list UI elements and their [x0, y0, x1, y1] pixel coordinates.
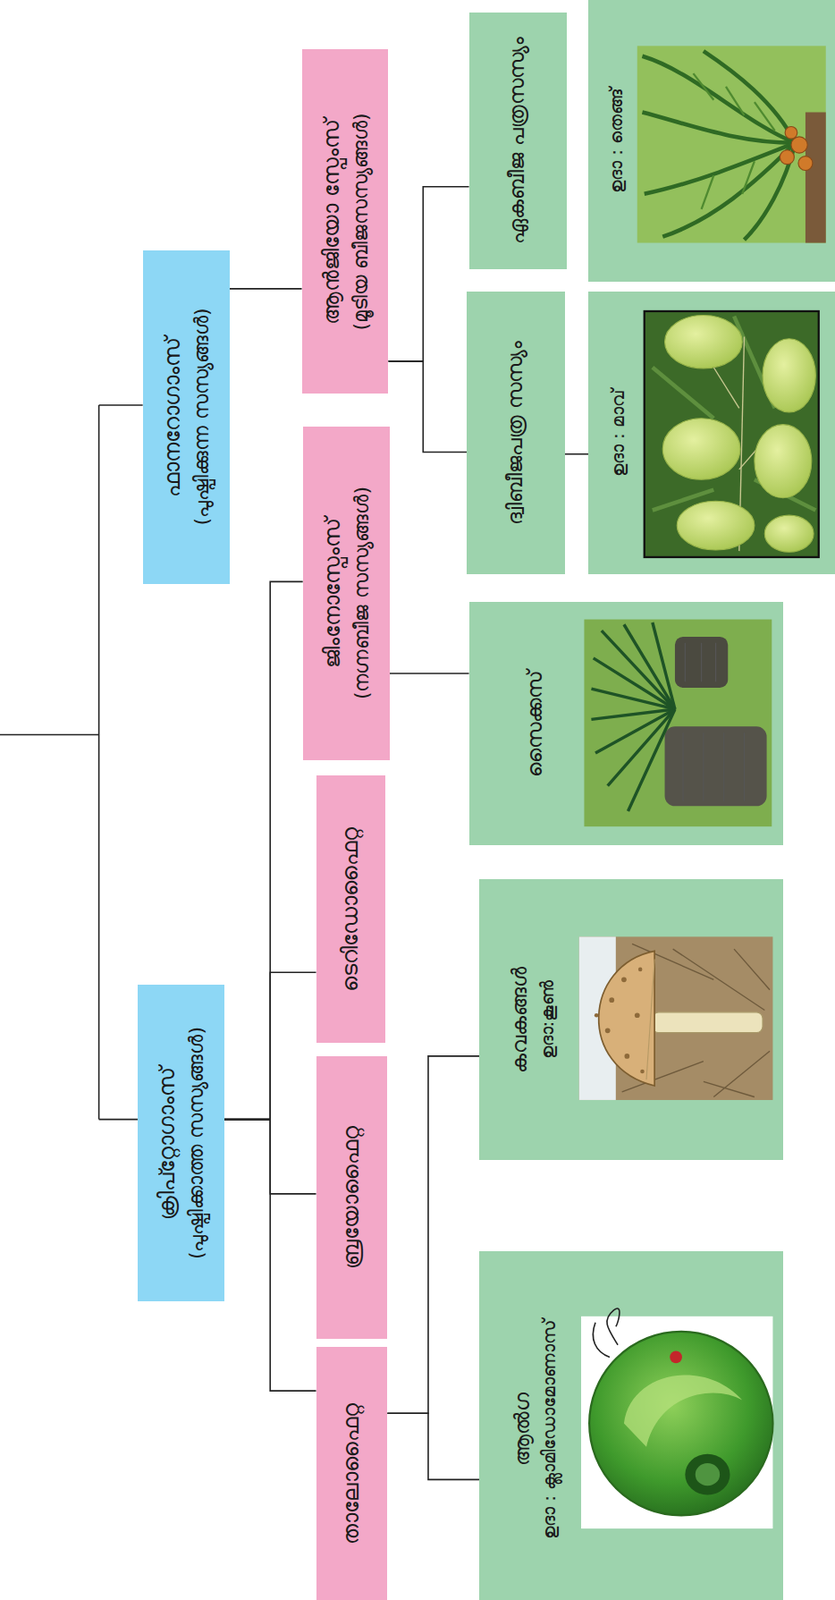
mushroom-picture — [579, 936, 774, 1100]
example-name: സൈക്കസ് — [521, 669, 548, 776]
branch-connector — [389, 672, 470, 675]
example-name: ഉദാ : മാവ് — [607, 388, 631, 477]
class-name: ഏകബീജ പത്രസസ്യം — [505, 37, 532, 245]
class-box: ഏകബീജ പത്രസസ്യം — [469, 12, 567, 270]
coconut-picture — [637, 45, 827, 243]
branch-connector — [387, 1055, 480, 1413]
text-frame: കവകങ്ങൾഉദാ:കൂൺ — [487, 899, 580, 1139]
group-name: ഫാനറോഗാംസ് — [158, 337, 186, 498]
root-branch-line — [99, 1118, 138, 1121]
division-gloss: (മൂടിയ ബീജസസ്യങ്ങൾ) — [347, 112, 373, 330]
text-frame: ജിംനോസ്പേംസ്(നഗ്നബീജ സസ്യങ്ങൾ) — [303, 426, 390, 760]
root-line — [0, 733, 100, 736]
branch-connector — [387, 1412, 480, 1479]
class-name: ആൽഗ — [508, 1391, 535, 1466]
root-trunk — [98, 404, 101, 1120]
group-box: ഫാനറോഗാംസ്(പുഷ്പിക്കുന്ന സസ്യങ്ങൾ) — [143, 250, 230, 584]
division-name: ടെറിഡോഫൈറ്റ — [337, 826, 364, 992]
division-box: ടെറിഡോഫൈറ്റ — [316, 775, 387, 1043]
text-frame: ക്രിപ്റ്റോഗാംസ്(പുഷ്പിക്കാത്ത സസ്യങ്ങൾ) — [137, 984, 225, 1301]
text-frame: ഏകബീജ പത്രസസ്യം — [469, 12, 567, 270]
example-box: കവകങ്ങൾഉദാ:കൂൺ — [479, 878, 784, 1160]
group-name: ക്രിപ്റ്റോഗാംസ് — [153, 1065, 181, 1219]
branch-connector — [224, 581, 304, 1119]
division-name: ജിംനോസ്പേംസ് — [318, 517, 346, 668]
text-frame: ആൻജിയോ സ്പേംസ്(മൂടിയ ബീജസസ്യങ്ങൾ) — [302, 49, 389, 395]
division-name: ബ്രയോഫൈറ്റ — [337, 1125, 365, 1269]
text-frame: ആൽഗഉദാ : ക്ലാമിഡോമോണാസ് — [487, 1290, 582, 1567]
example-box: ഉദാ : തെങ്ങ് — [588, 0, 835, 282]
example-box: ആൽഗഉദാ : ക്ലാമിഡോമോണാസ് — [479, 1250, 784, 1600]
division-box: താലോഫൈറ്റ — [316, 1346, 388, 1600]
example-box: ഉദാ : മാവ് — [588, 291, 835, 574]
group-box: ക്രിപ്റ്റോഗാംസ്(പുഷ്പിക്കാത്ത സസ്യങ്ങൾ) — [137, 984, 225, 1301]
chlamydomonas-picture — [581, 1307, 773, 1528]
example-name: ഉദാ:കൂൺ — [536, 979, 559, 1060]
example-name: ഉദാ : ക്ലാമിഡോമോണാസ് — [537, 1318, 560, 1539]
mango-picture — [644, 311, 819, 557]
division-name: താലോഫൈറ്റ — [337, 1402, 365, 1544]
branch-connector — [224, 1119, 317, 1391]
branch-connector — [387, 361, 467, 453]
text-frame: ഉദാ : മാവ് — [592, 302, 646, 565]
example-name: ഉദാ : തെങ്ങ് — [604, 87, 627, 194]
class-name: ദ്വിബീജപത്ര സസ്യം — [503, 340, 530, 525]
division-gloss: (നഗ്നബീജ സസ്യങ്ങൾ) — [348, 486, 374, 700]
branch-connector — [224, 1119, 317, 1194]
class-box: ദ്വിബീജപത്ര സസ്യം — [466, 291, 565, 574]
root-branch — [0, 404, 144, 1120]
text-frame: ഫാനറോഗാംസ്(പുഷ്പിക്കുന്ന സസ്യങ്ങൾ) — [143, 250, 230, 584]
group-gloss: (പുഷ്പിക്കാത്ത സസ്യങ്ങൾ) — [184, 1026, 210, 1259]
text-frame: ഉദാ : തെങ്ങ് — [592, 9, 640, 271]
root-branch-line — [99, 404, 144, 406]
text-frame: ടെറിഡോഫൈറ്റ — [316, 775, 387, 1043]
division-box: ആൻജിയോ സ്പേംസ്(മൂടിയ ബീജസസ്യങ്ങൾ) — [302, 49, 389, 395]
example-box: സൈക്കസ് — [469, 601, 784, 845]
division-name: ആൻജിയോ സ്പേംസ് — [317, 118, 345, 325]
division-box: ബ്രയോഫൈറ്റ — [316, 1055, 388, 1339]
branch-connector — [565, 453, 589, 456]
group-gloss: (പുഷ്പിക്കുന്ന സസ്യങ്ങൾ) — [188, 307, 214, 525]
text-frame: ദ്വിബീജപത്ര സസ്യം — [466, 291, 565, 574]
text-frame: സൈക്കസ് — [489, 612, 579, 835]
branch-connector — [387, 186, 469, 362]
text-frame: ബ്രയോഫൈറ്റ — [316, 1055, 388, 1339]
text-frame: താലോഫൈറ്റ — [316, 1346, 388, 1600]
branch-connector — [229, 287, 303, 290]
cycas-picture — [583, 619, 772, 827]
class-name: കവകങ്ങൾ — [507, 966, 534, 1073]
division-box: ജിംനോസ്പേംസ്(നഗ്നബീജ സസ്യങ്ങൾ) — [303, 426, 390, 760]
